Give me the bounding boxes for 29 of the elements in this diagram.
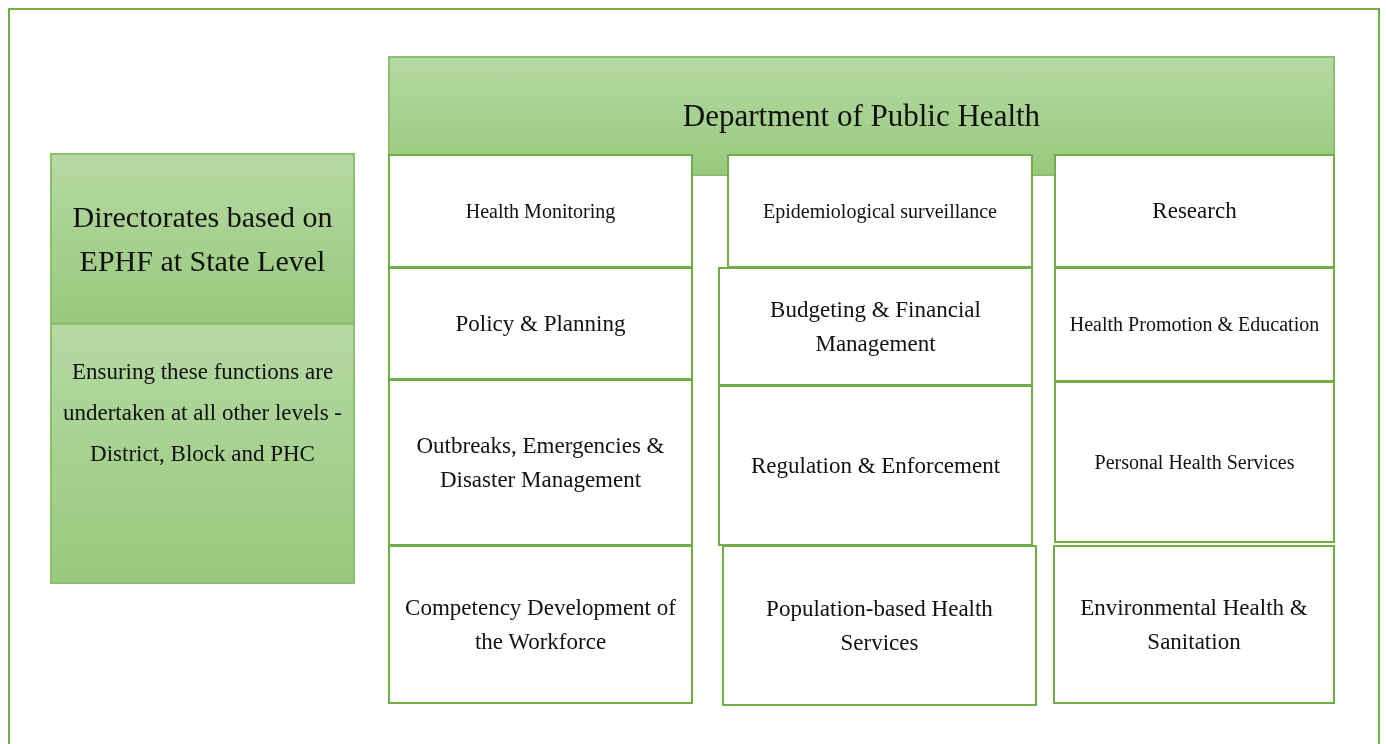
box-text: Research [1151,197,1238,226]
box-text: Ensuring these functions are undertaken at all other levels - District, Block and PHC [61,358,344,468]
box-text: Directorates based on EPHF at State Level [71,199,334,279]
box-text: Epidemiological surveillance [762,198,998,225]
function-box [1053,545,1335,704]
box-text: Outbreaks, Emergencies & Disaster Management [415,432,666,494]
function-box [722,545,1037,706]
header-box [50,153,355,324]
box-text: Health Monitoring [464,198,617,225]
box-text: Population-based Health Services [765,595,994,657]
function-box [388,267,693,380]
function-box [718,385,1033,546]
box-text: Regulation & Enforcement [749,451,1002,480]
box-text: Competency Development of the Workforce [404,594,677,656]
function-box [388,154,693,268]
box-text: Department of Public Health [681,97,1042,135]
function-box [727,154,1033,268]
function-box [1054,154,1335,268]
box-text: Health Promotion & Education [1068,312,1321,337]
box-text: Personal Health Services [1093,449,1296,475]
function-box [388,545,693,704]
box-text: Policy & Planning [454,309,627,338]
function-box [718,267,1033,386]
function-box [1054,267,1335,382]
box-text: Budgeting & Financial Management [769,296,982,358]
box-text: Environmental Health & Sanitation [1079,594,1309,656]
function-box [1054,381,1335,543]
function-box [388,379,693,546]
description-box [50,323,355,584]
